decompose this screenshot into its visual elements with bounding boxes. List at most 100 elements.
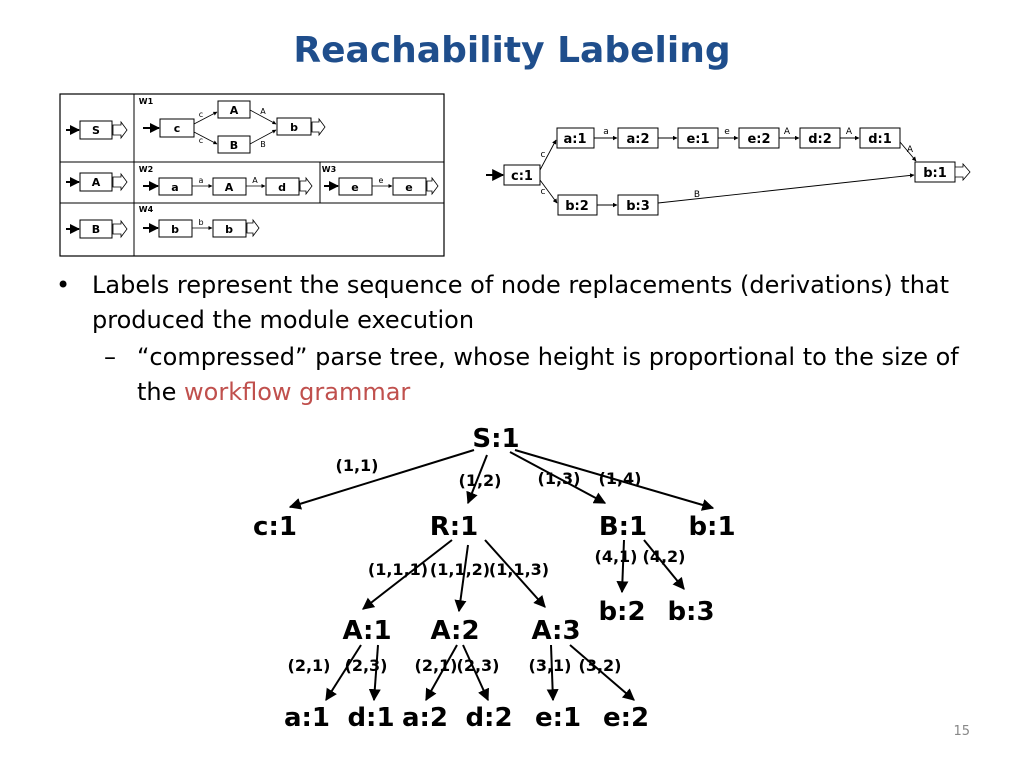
grammar-w2-node-bigA bbox=[212, 177, 247, 196]
run-node-d1-label: d:1 bbox=[868, 132, 892, 147]
grammar-w2-node-d bbox=[265, 177, 300, 196]
run-node-c1 bbox=[503, 164, 541, 186]
slide-title: Reachability Labeling bbox=[293, 30, 731, 71]
grammar-w3-label: W3 bbox=[322, 165, 336, 174]
grammar-w4-node-b2-label: b bbox=[225, 223, 233, 236]
grammar-w1-edge-c1: c bbox=[199, 110, 203, 119]
run-node-b3-label: b:3 bbox=[626, 199, 650, 214]
grammar-lhs-b-label: B bbox=[92, 223, 100, 236]
run-node-d1 bbox=[859, 127, 901, 149]
grammar-lhs-s-label: S bbox=[92, 124, 100, 137]
sub-bullet-item: – “compressed” parse tree, whose height … bbox=[50, 340, 990, 410]
grammar-w1-node-c bbox=[159, 118, 195, 138]
tree-node-leaf-a1: a:1 bbox=[284, 703, 330, 733]
grammar-w1-edge-b: B bbox=[260, 140, 266, 149]
grammar-table bbox=[59, 93, 445, 257]
run-node-d2-label: d:2 bbox=[808, 132, 832, 147]
tree-edge-3-2: (3,2) bbox=[579, 656, 622, 675]
sub-bullet-highlight: workflow grammar bbox=[184, 378, 411, 406]
tree-node-b1-internal: B:1 bbox=[599, 512, 647, 542]
grammar-w1-node-b-label: b bbox=[290, 121, 298, 134]
grammar-w4-node-b1-label: b bbox=[171, 223, 179, 236]
tree-edge-2-3-a: (2,3) bbox=[345, 656, 388, 675]
run-edge-bigB: B bbox=[694, 190, 700, 200]
grammar-w4-edge-b: b bbox=[198, 218, 203, 227]
grammar-w3-node-e2 bbox=[392, 177, 427, 196]
grammar-w1-node-b bbox=[276, 117, 312, 136]
tree-edge-2-1-b: (2,1) bbox=[415, 656, 458, 675]
tree-node-leaf-d2: d:2 bbox=[465, 703, 512, 733]
run-edge-e: e bbox=[724, 127, 730, 137]
tree-node-s1: S:1 bbox=[472, 424, 519, 454]
tree-edge-1-1: (1,1) bbox=[336, 456, 379, 475]
run-node-a2-label: a:2 bbox=[626, 132, 649, 147]
tree-edge-1-4: (1,4) bbox=[599, 469, 642, 488]
tree-edge-1-1-3: (1,1,3) bbox=[489, 560, 549, 579]
run-node-c1-label: c:1 bbox=[511, 169, 533, 184]
grammar-w3-node-e2-label: e bbox=[405, 181, 412, 194]
grammar-w1-node-c-label: c bbox=[174, 122, 181, 135]
tree-node-leaf-a2: a:2 bbox=[402, 703, 448, 733]
run-edge-bigA-1: A bbox=[784, 127, 791, 137]
run-node-e2-label: e:2 bbox=[747, 132, 770, 147]
tree-edge-3-1: (3,1) bbox=[529, 656, 572, 675]
tree-node-a3: A:3 bbox=[531, 616, 580, 646]
tree-edge-4-1: (4,1) bbox=[595, 547, 638, 566]
sub-bullet-dash: – bbox=[104, 343, 116, 371]
tree-node-a2: A:2 bbox=[430, 616, 479, 646]
grammar-w2-edge-a: a bbox=[199, 176, 204, 185]
tree-node-r1: R:1 bbox=[430, 512, 479, 542]
grammar-w1-node-a-label: A bbox=[230, 104, 239, 117]
grammar-w2-node-d-label: d bbox=[278, 181, 286, 194]
run-graph: c:1 a:1 a:2 e:1 e:2 d:2 d:1 b:1 b:2 b:3 bbox=[486, 127, 971, 216]
grammar-w2-edge-bigA: A bbox=[252, 176, 258, 185]
tree-node-b2: b:2 bbox=[598, 597, 645, 627]
grammar-w2-node-a bbox=[158, 177, 193, 196]
grammar-w1-edge-c2: c bbox=[199, 136, 203, 145]
grammar-w2-node-bigA-label: A bbox=[225, 181, 234, 194]
grammar-w3-node-e1 bbox=[338, 177, 373, 196]
tree-edge-2-1-a: (2,1) bbox=[288, 656, 331, 675]
run-node-e1-label: e:1 bbox=[686, 132, 709, 147]
run-edge-bigA-3: A bbox=[907, 145, 914, 155]
tree-edge-1-1-2: (1,1,2) bbox=[430, 560, 490, 579]
grammar-w1-node-b-upper-label: B bbox=[230, 139, 238, 152]
tree-node-leaf-e1: e:1 bbox=[535, 703, 581, 733]
run-edge-a: a bbox=[603, 127, 609, 137]
grammar-w1-label: W1 bbox=[139, 97, 154, 106]
run-node-b3 bbox=[617, 194, 659, 216]
tree-node-b3: b:3 bbox=[667, 597, 714, 627]
tree-node-b1-leaf: b:1 bbox=[688, 512, 735, 542]
grammar-lhs-s bbox=[79, 120, 113, 140]
grammar-w2-label: W2 bbox=[139, 165, 153, 174]
grammar-w1-node-a bbox=[217, 100, 251, 119]
grammar-w2-node-a-label: a bbox=[171, 181, 178, 194]
tree-node-leaf-d1: d:1 bbox=[347, 703, 394, 733]
grammar-lhs-a bbox=[79, 172, 113, 192]
grammar-w1-edge-a: A bbox=[260, 107, 266, 116]
grammar-w3-node-e1-label: e bbox=[351, 181, 358, 194]
grammar-lhs-a-label: A bbox=[92, 176, 101, 189]
tree-node-c1: c:1 bbox=[253, 512, 297, 542]
grammar-w4-label: W4 bbox=[139, 205, 154, 214]
grammar-w1-node-b-upper bbox=[217, 135, 251, 154]
tree-edge-4-2: (4,2) bbox=[643, 547, 686, 566]
bullet-dot: • bbox=[56, 271, 71, 299]
tree-edge-1-2: (1,2) bbox=[459, 471, 502, 490]
run-edge-c-bottom: c bbox=[541, 187, 546, 197]
grammar-w4-node-b2 bbox=[212, 219, 247, 238]
tree-edge-1-3: (1,3) bbox=[538, 469, 581, 488]
run-edge-c-top: c bbox=[541, 150, 546, 160]
run-node-b2-label: b:2 bbox=[565, 199, 589, 214]
grammar-w3-edge-e: e bbox=[379, 176, 384, 185]
bullet-main-text: Labels represent the sequence of node re… bbox=[92, 271, 950, 334]
tree-edge-2-3-b: (2,3) bbox=[457, 656, 500, 675]
run-node-a1-label: a:1 bbox=[563, 132, 586, 147]
sub-bullet-text: “compressed” parse tree, whose height is… bbox=[137, 343, 959, 406]
grammar-content: S W1 c A B b c c A B A W2 a A d bbox=[66, 97, 439, 239]
bullet-list: • Labels represent the sequence of node … bbox=[50, 268, 990, 410]
tree-node-a1: A:1 bbox=[342, 616, 391, 646]
run-edge-bigA-2: A bbox=[846, 127, 853, 137]
grammar-lhs-b bbox=[79, 219, 113, 239]
